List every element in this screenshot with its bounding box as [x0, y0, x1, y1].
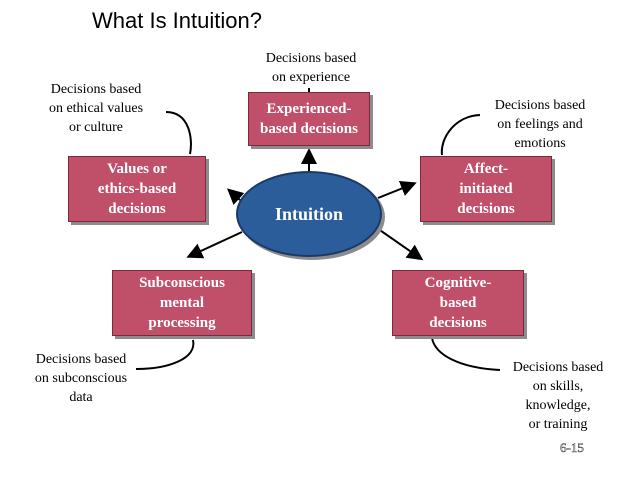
callout-feelings [440, 114, 481, 156]
note-experience: Decisions based on experience [265, 51, 357, 85]
arrow-to-affect [377, 181, 417, 199]
box-subconscious-processing: Subconscious mental processing [112, 270, 252, 336]
arrow-to-cognitive [373, 225, 424, 261]
box-affect-initiated: Affect- initiated decisions [420, 156, 552, 222]
box-experienced-based: Experienced- based decisions [248, 92, 370, 146]
callout-subconscious [135, 339, 195, 370]
callout-skills [431, 337, 501, 371]
arrow-to-subconscious [186, 231, 243, 259]
note-feelings: Decisions based on feelings and emotions [494, 98, 586, 151]
box-values-ethics-based: Values or ethics-based decisions [68, 156, 206, 222]
note-skills: Decisions based on skills, knowledge, or… [512, 360, 604, 432]
intuition-ellipse: Intuition [236, 171, 382, 257]
page-number: 6-15 [560, 440, 584, 456]
intuition-label: Intuition [274, 203, 344, 224]
slide-title: What Is Intuition? [92, 8, 262, 33]
note-subconscious: Decisions based on subconscious data [34, 352, 128, 405]
box-cognitive-based: Cognitive- based decisions [392, 270, 524, 336]
arrow-to-values [227, 188, 245, 205]
note-ethical: Decisions based on ethical values or cul… [48, 82, 144, 135]
callout-ethical [165, 111, 192, 155]
